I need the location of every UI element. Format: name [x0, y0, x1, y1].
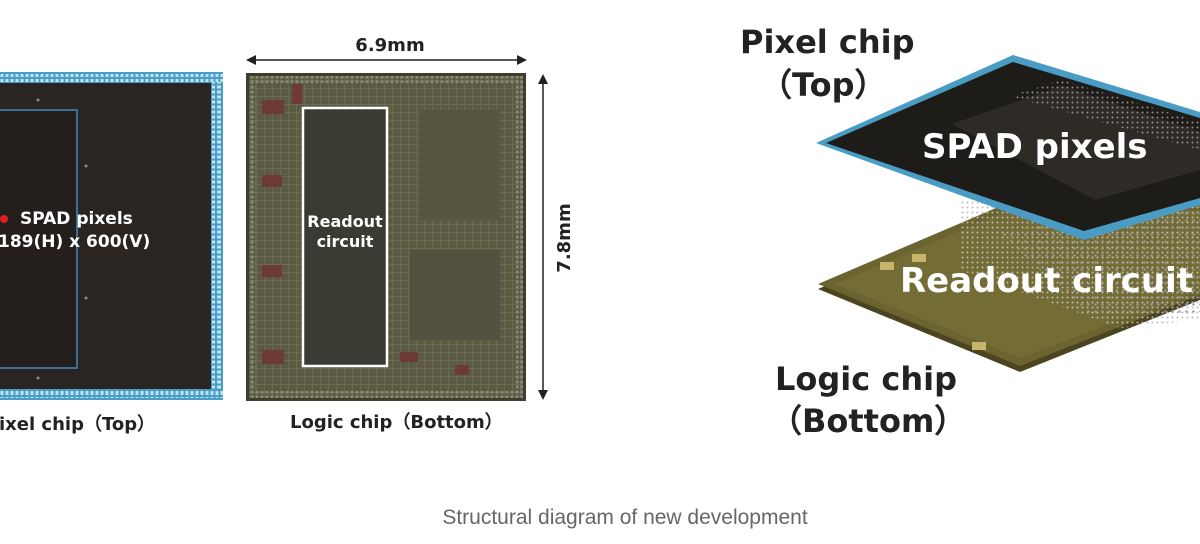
pixel-die-spad-label: SPAD pixels — [20, 209, 133, 229]
pixel-chip-label-3d-line2: （Top） — [760, 66, 886, 104]
marker-dot — [0, 215, 8, 223]
stacked-chip-3d: Readout circuit SPAD pixels — [816, 55, 1200, 372]
pixel-array-outline — [0, 109, 78, 369]
logic-die-readout-line1: Readout — [307, 212, 383, 231]
pixel-chip-label-3d-line1: Pixel chip — [740, 23, 915, 61]
height-label: 7.8mm — [554, 203, 575, 272]
logic-chip-caption: Logic chip（Bottom） — [290, 412, 503, 433]
pixel-chip-caption: ixel chip（Top） — [0, 414, 155, 435]
pixel-chip-die: SPAD pixels 189(H) x 600(V) — [0, 72, 223, 400]
readout-label-3d: Readout circuit — [900, 261, 1193, 301]
pixel-die-resolution-label: 189(H) x 600(V) — [0, 232, 150, 252]
height-dimension: 7.8mm — [538, 74, 575, 400]
width-dimension: 6.9mm — [246, 35, 527, 65]
spad-label-3d: SPAD pixels — [922, 127, 1148, 167]
logic-die-readout-line2: circuit — [317, 232, 374, 251]
readout-circuit-box — [301, 106, 389, 368]
logic-chip-label-3d-line1: Logic chip — [775, 360, 957, 398]
logic-chip-label-3d-line2: （Bottom） — [770, 402, 966, 440]
figure-caption: Structural diagram of new development — [442, 506, 808, 529]
logic-chip-die: Readout circuit — [246, 73, 526, 401]
width-label: 6.9mm — [355, 35, 424, 56]
